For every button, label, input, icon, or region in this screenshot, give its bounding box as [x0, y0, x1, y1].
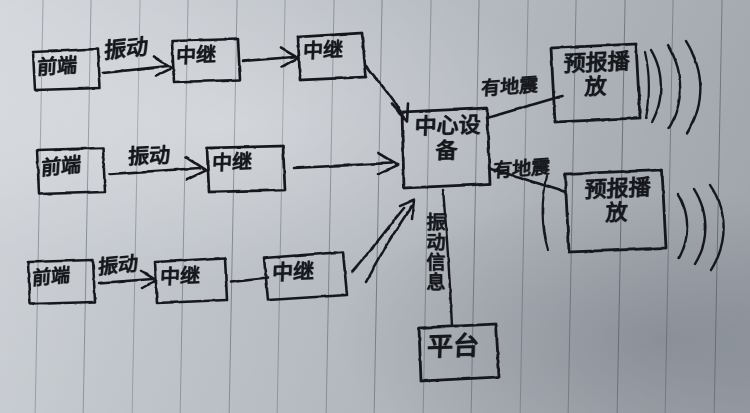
box-front-end-1 — [31, 47, 102, 92]
edge-label-vibration-3: 振动 — [97, 250, 139, 280]
link-relay3a-relay3b — [229, 276, 270, 284]
box-relay-3a — [153, 256, 229, 305]
node-center-device: 中心设备 — [414, 113, 482, 164]
node-front-end-1: 前端 — [36, 52, 78, 80]
signal-waves-top-icon — [649, 39, 702, 135]
arrow-relay2a-to-center — [292, 151, 400, 176]
arrow-relay3b-to-center — [350, 206, 406, 274]
arrow-center-to-broadcast-bottom — [487, 166, 568, 194]
box-front-end-2 — [35, 146, 107, 196]
signal-waves-bottom-icon — [676, 183, 725, 272]
arrow-center-to-broadcast-top — [485, 94, 564, 120]
edge-label-vibration-2: 振动 — [127, 143, 171, 169]
edge-label-quake-top: 有地震 — [480, 73, 539, 101]
node-relay-1a: 中继 — [175, 42, 217, 68]
arrow-platform-to-center — [364, 198, 416, 284]
box-platform — [417, 322, 501, 383]
box-center-device — [400, 106, 492, 190]
node-relay-2a: 中继 — [211, 149, 253, 175]
edge-label-quake-bottom: 有地震 — [492, 155, 551, 183]
node-relay-3b: 中继 — [271, 259, 315, 285]
node-platform: 平台 — [426, 331, 480, 363]
arrow-vibration-2 — [108, 155, 208, 181]
edge-label-vibration-1: 振动 — [103, 34, 149, 65]
arrow-vibration-1 — [101, 55, 174, 78]
node-front-end-2: 前端 — [40, 151, 82, 181]
arrow-relay1a-relay1b — [241, 46, 300, 69]
box-broadcast-bottom — [563, 168, 668, 254]
box-relay-1b — [296, 31, 368, 82]
box-relay-1a — [170, 37, 242, 84]
box-broadcast-top — [549, 42, 642, 124]
edge-label-vibration-info: 振动信息 — [423, 212, 446, 292]
box-relay-3b — [262, 250, 349, 302]
line-center-to-platform — [441, 188, 454, 328]
bracket-marks — [541, 50, 650, 252]
node-broadcast-bottom: 预报播放 — [584, 175, 652, 227]
box-front-end-3 — [26, 258, 97, 306]
box-relay-2a — [205, 144, 287, 194]
node-front-end-3: 前端 — [31, 263, 71, 291]
node-relay-1b: 中继 — [302, 37, 344, 63]
node-broadcast-top: 预报播放 — [563, 49, 631, 101]
node-relay-3a: 中继 — [159, 263, 201, 289]
